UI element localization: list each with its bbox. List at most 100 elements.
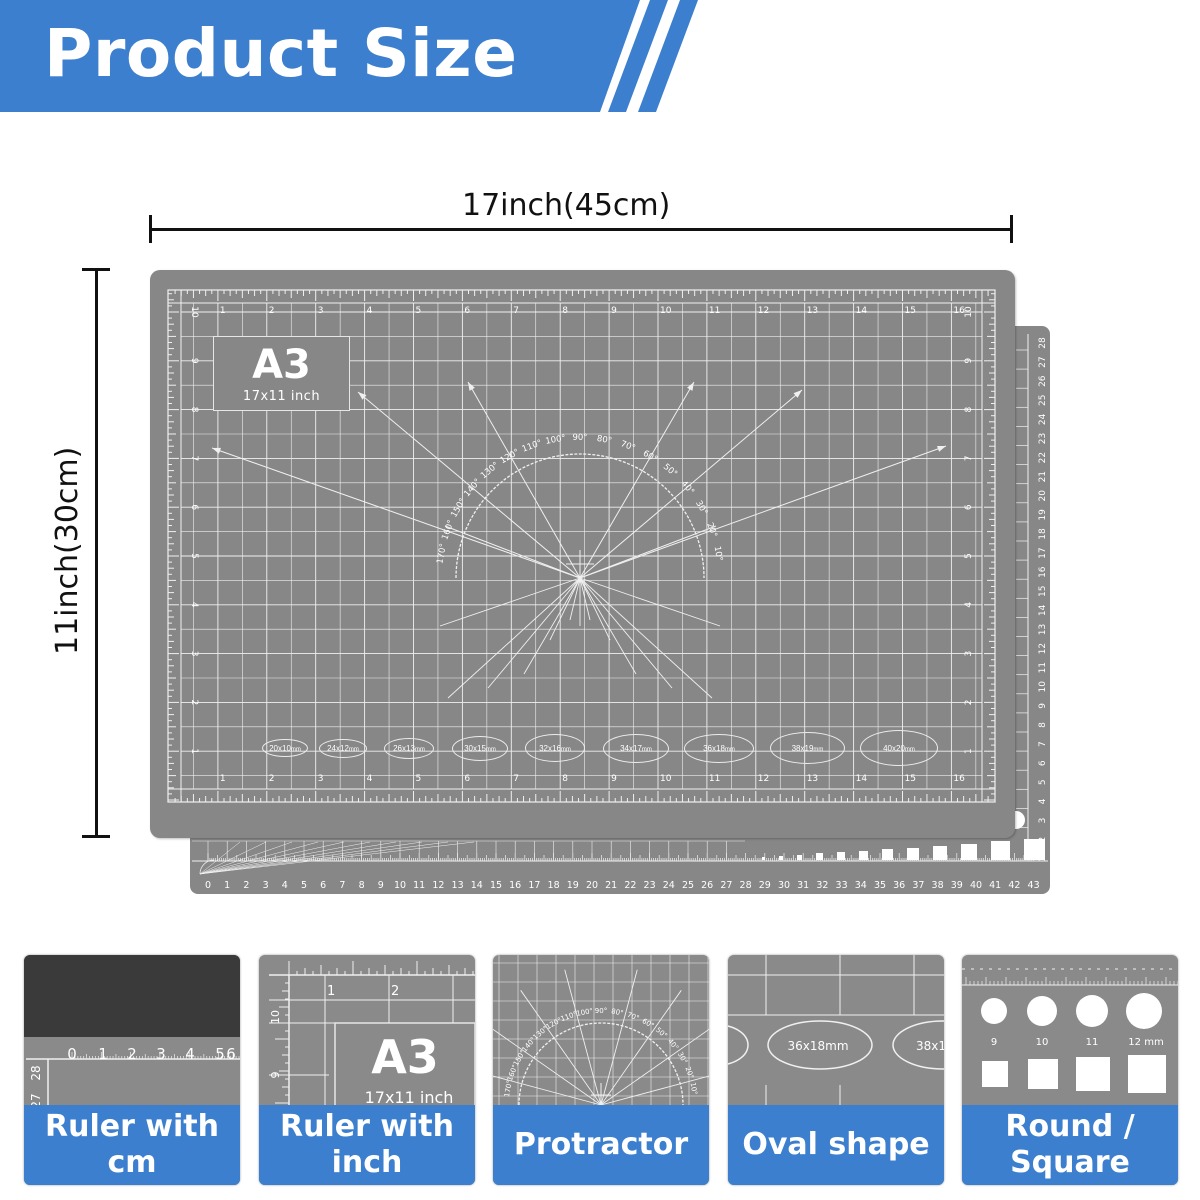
protractor-degree: 40°	[666, 1037, 680, 1052]
ruler-number: 12	[758, 774, 769, 784]
back-angle-line	[199, 841, 449, 875]
oval-size: 34x17	[620, 743, 642, 753]
protractor-arc	[518, 1022, 684, 1106]
back-ruler-number: 34	[855, 880, 867, 891]
protractor-ray	[579, 577, 713, 699]
square-template	[762, 857, 765, 860]
square-template	[859, 851, 868, 860]
protractor-arrow	[444, 525, 581, 579]
size-number: 11	[1086, 1037, 1099, 1048]
back-ruler-number: 6	[320, 880, 326, 891]
protractor-degree: 50°	[654, 1026, 669, 1040]
back-angle-line	[199, 841, 267, 875]
feature-label: Oval shape	[728, 1105, 944, 1185]
back-ruler-number: 40	[970, 880, 982, 891]
cm-mark: 0	[67, 1045, 77, 1063]
size-number: 12 mm	[1128, 1037, 1163, 1048]
back-ruler-number: 1	[224, 880, 230, 891]
banner-shape	[0, 0, 698, 112]
back-ruler-number: 2	[243, 880, 249, 891]
size-subtitle: 17x11 inch	[242, 389, 321, 404]
back-ruler-number: 29	[759, 880, 771, 891]
oval-size: 20x10	[269, 743, 291, 753]
back-angle-line	[199, 841, 423, 875]
ruler-number: 1	[189, 748, 199, 754]
ruler-number: 1	[220, 774, 226, 784]
ruler-number: 5	[964, 553, 974, 559]
protractor-degree: 120°	[499, 447, 522, 466]
protractor-degree: 70°	[619, 439, 637, 454]
cm-mark: 6	[226, 1045, 236, 1063]
cm-mark: 2	[127, 1045, 137, 1063]
protractor-ray	[579, 577, 591, 621]
protractor-degree: 150°	[449, 497, 468, 520]
protractor-degree: 140°	[462, 477, 483, 499]
back-angle-line	[199, 841, 345, 875]
square-template	[797, 855, 802, 860]
protractor-degree: 90°	[595, 1007, 607, 1015]
ruler-number: 4	[367, 774, 373, 784]
ruler-number: 7	[513, 306, 519, 316]
protractor-ray	[579, 577, 721, 627]
ruler-number: 3	[189, 651, 199, 657]
protractor-degree: 10°	[712, 545, 724, 562]
back-angle-line	[199, 841, 241, 875]
ruler-number: 5	[416, 774, 422, 784]
back-ruler-number: 37	[912, 880, 924, 891]
protractor-arrow	[579, 525, 717, 579]
protractor-ray	[549, 577, 581, 641]
protractor-ray	[579, 577, 611, 641]
ruler-number: 16	[953, 774, 965, 784]
protractor-ray	[579, 577, 637, 675]
square-template	[779, 856, 783, 860]
protractor-ray	[493, 1028, 602, 1106]
size-title: A3	[371, 1030, 439, 1084]
back-ruler-number: 27	[1038, 356, 1048, 367]
square-template	[907, 848, 919, 860]
ruler-number: 6	[189, 504, 199, 510]
oval-unit: mm	[904, 747, 915, 753]
protractor-degree: 30°	[676, 1051, 689, 1066]
square-template	[933, 846, 947, 860]
width-dimension-cap-left	[149, 215, 152, 243]
arrow-head	[793, 390, 802, 398]
back-ruler-number: 3	[263, 880, 269, 891]
ruler-number: 15	[905, 774, 916, 784]
back-ruler-number: 5	[1038, 779, 1048, 785]
ruler-number: 4	[189, 602, 199, 608]
protractor-degree: 60°	[641, 449, 659, 465]
oval-unit: mm	[290, 747, 301, 753]
ruler-number: 8	[189, 407, 199, 413]
square-template	[837, 852, 845, 860]
back-angle-line	[199, 841, 319, 875]
ruler-number: 3	[318, 774, 324, 784]
height-dimension-cap-bottom	[82, 835, 110, 838]
back-ruler-number: 16	[1038, 566, 1048, 578]
ruler-number: 9	[611, 774, 617, 784]
ruler-number: 1	[964, 748, 974, 754]
protractor-degree: 160°	[440, 519, 456, 542]
back-ruler-number: 4	[282, 880, 288, 891]
ruler-number: 3	[318, 306, 324, 316]
oval-size: 30x15	[464, 743, 486, 753]
oval-size: 40x20	[883, 743, 905, 753]
cm-mark: 3	[156, 1045, 166, 1063]
back-ruler-number: 17	[528, 880, 540, 891]
protractor-degree: 70°	[626, 1011, 640, 1023]
arrow-head	[212, 447, 221, 454]
protractor-degree: 170°	[503, 1080, 514, 1098]
round-square-illustration: 9 10 11 12 mm	[962, 968, 1178, 1093]
back-ruler-number: 26	[701, 880, 713, 891]
ruler-number: 7	[189, 456, 199, 462]
feature-oval-shape: 36x18mm 38x1 Oval shape	[728, 955, 944, 1185]
oval-size: 24x12	[327, 743, 349, 753]
back-ruler-number: 12	[432, 880, 444, 891]
protractor-ray	[569, 577, 581, 621]
back-ruler-number: 16	[509, 880, 521, 891]
square-template	[961, 844, 977, 860]
back-ruler-number: 25	[682, 880, 694, 891]
